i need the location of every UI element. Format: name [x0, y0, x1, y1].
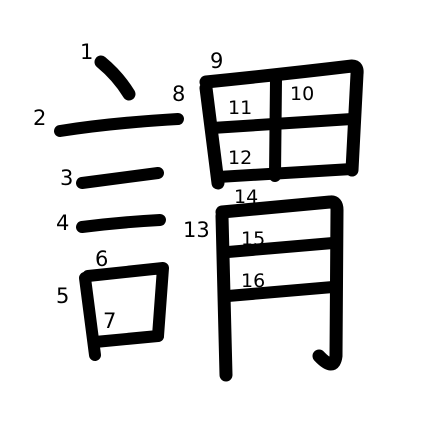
stroke-2 [54, 113, 184, 137]
stroke-number-3: 3 [60, 166, 73, 190]
stroke-number-4: 4 [56, 211, 69, 235]
stroke-number-2: 2 [33, 106, 46, 130]
stroke-4 [76, 214, 166, 233]
stroke-1 [94, 55, 136, 101]
stroke-14 [215, 195, 344, 371]
stroke-number-9: 9 [210, 49, 223, 73]
stroke-number-1: 1 [80, 40, 93, 64]
stroke-number-8: 8 [172, 82, 185, 106]
stroke-number-6: 6 [95, 247, 108, 271]
stroke-6 [82, 262, 169, 342]
stroke-number-5: 5 [56, 284, 69, 308]
stroke-number-16: 16 [241, 270, 265, 292]
stroke-number-7: 7 [103, 309, 116, 333]
stroke-number-12: 12 [228, 147, 252, 169]
stroke-number-11: 11 [228, 97, 252, 119]
stroke-number-10: 10 [290, 83, 314, 105]
stroke-7 [89, 330, 164, 348]
stroke-8 [199, 81, 225, 190]
stroke-number-15: 15 [241, 228, 265, 250]
stroke-number-14: 14 [234, 186, 258, 208]
stroke-16 [222, 281, 339, 302]
stroke-15 [222, 237, 339, 258]
stroke-12 [212, 163, 358, 183]
stroke-3 [76, 167, 164, 189]
stroke-9 [199, 59, 364, 177]
stroke-11 [206, 113, 358, 134]
stroke-number-13: 13 [183, 218, 210, 242]
